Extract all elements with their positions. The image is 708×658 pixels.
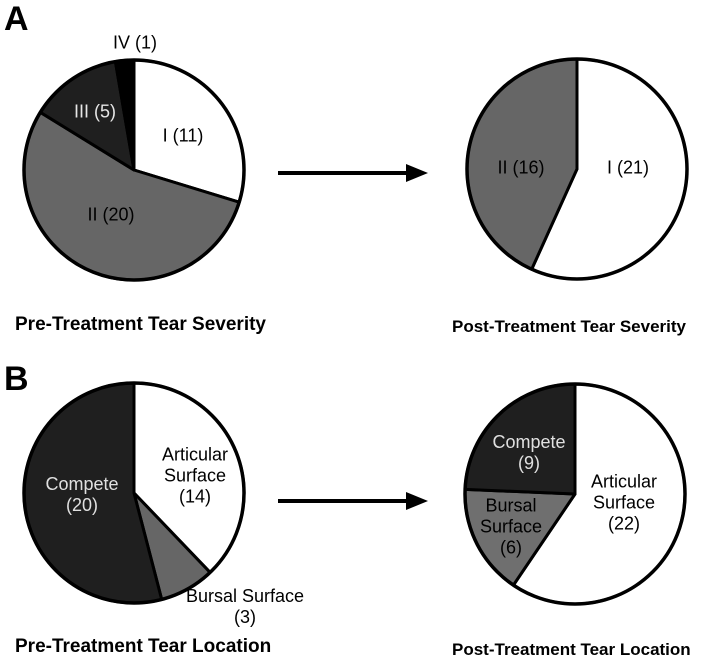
pie-chart-pre-treatment-tear-location [22, 381, 246, 605]
slice-label-severity-post-ii: II (16) [497, 157, 545, 178]
slice-label-severity-pre-i: I (11) [162, 125, 204, 146]
pie-chart-pre-treatment-tear-severity [22, 58, 246, 282]
slice-label-location-pre-articular: Articular Surface (14) [161, 444, 229, 507]
pie-chart-post-treatment-tear-location [463, 382, 687, 606]
slice-label-severity-pre-iv: IV (1) [112, 32, 158, 53]
slice-label-severity-pre-ii: II (20) [87, 204, 135, 225]
slice-label-location-post-bursal: Bursal Surface (6) [479, 495, 543, 558]
arrow-right-icon [278, 492, 428, 510]
slice-label-location-pre-bursal: Bursal Surface (3) [185, 586, 305, 627]
pie-title-pre-treatment-tear-location: Pre-Treatment Tear Location [15, 636, 272, 657]
pie-title-post-treatment-tear-location: Post-Treatment Tear Location [452, 640, 691, 658]
slice-label-severity-pre-iii: III (5) [73, 101, 117, 122]
slice-label-location-post-compete: Compete (9) [492, 432, 566, 473]
pie-title-post-treatment-tear-severity: Post-Treatment Tear Severity [452, 317, 686, 336]
slice-label-severity-post-i: I (21) [606, 157, 650, 178]
pie-outline [22, 381, 246, 605]
slice-label-location-post-articular: Articular Surface (22) [590, 471, 658, 534]
panel-a-label: A [4, 0, 29, 38]
panel-b-label: B [4, 360, 29, 398]
pie-title-pre-treatment-tear-severity: Pre-Treatment Tear Severity [15, 314, 266, 335]
pie-outline [465, 57, 689, 281]
slice-label-location-pre-compete: Compete (20) [45, 474, 119, 515]
pie-chart-post-treatment-tear-severity [465, 57, 689, 281]
pie-outline [22, 58, 246, 282]
arrow-right-icon [278, 164, 428, 182]
pie-outline [463, 382, 687, 606]
